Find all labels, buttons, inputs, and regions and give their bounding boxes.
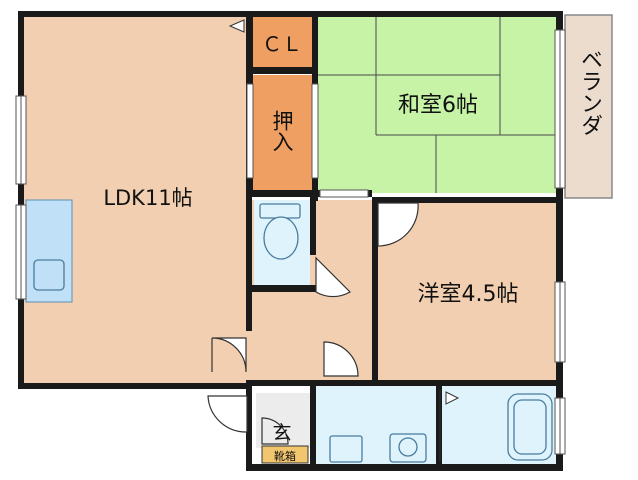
kitchen-sink-icon: [33, 259, 65, 291]
washitsu-label: 和室6帖: [398, 93, 478, 118]
washbasin-icon: [329, 433, 427, 463]
youshitsu-label: 洋室4.5帖: [418, 282, 519, 307]
door-arrow: [445, 391, 460, 405]
door-swings: [207, 202, 419, 445]
closet-label: ＣＬ: [262, 32, 302, 56]
toilet-icon: [259, 203, 301, 260]
shoe-cabinet-label: 靴箱: [274, 449, 296, 463]
closet-cl: [252, 15, 312, 67]
bathtub-icon: [507, 393, 553, 461]
door-arrow: [228, 19, 245, 33]
oshiire-closet: [252, 75, 312, 193]
washitsu-room: [318, 15, 559, 193]
oshiire-label: 押入: [270, 110, 294, 152]
ldk-label: LDK11帖: [103, 186, 192, 210]
genkan-label: 玄: [272, 422, 291, 444]
veranda-label: ベランダ: [577, 48, 602, 136]
windows: [15, 29, 566, 455]
tatami-lines: [318, 15, 559, 193]
shoe-cabinet: [261, 445, 309, 464]
